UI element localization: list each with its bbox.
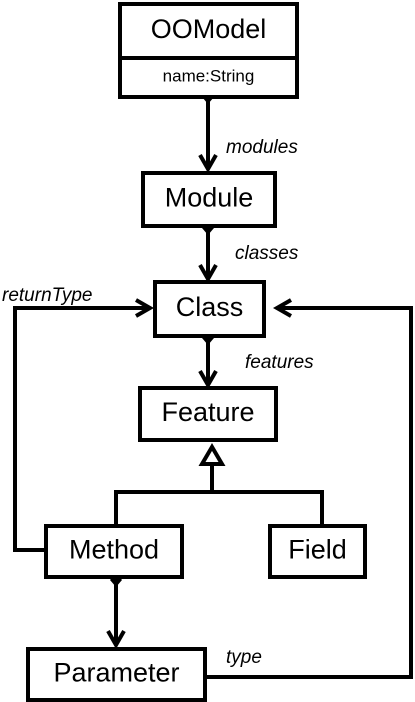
class-oomodel-attribute: name:String: [163, 66, 255, 85]
edge-method-returntype: [13, 308, 150, 552]
edge-method-parameter: [110, 573, 122, 645]
class-parameter-name: Parameter: [53, 658, 179, 688]
label-classes: classes: [235, 243, 299, 264]
inheritance-triangle-icon: [198, 443, 226, 466]
edge-module-classes: [202, 221, 214, 279]
class-oomodel: OOModel name:String: [118, 2, 299, 99]
class-field: Field: [268, 524, 367, 579]
class-field-name: Field: [288, 535, 347, 565]
edge-generalization: [114, 443, 324, 532]
class-method-name: Method: [69, 535, 159, 565]
class-module: Module: [141, 171, 277, 228]
label-modules: modules: [226, 137, 298, 158]
label-features: features: [245, 352, 314, 373]
edge-class-features: [202, 331, 214, 385]
edge-parameter-type: [205, 308, 413, 679]
class-class: Class: [153, 280, 266, 338]
class-method: Method: [44, 524, 184, 579]
class-oomodel-name: OOModel: [151, 14, 267, 44]
class-parameter: Parameter: [26, 647, 207, 702]
class-module-name: Module: [165, 183, 254, 213]
label-type: type: [226, 647, 262, 668]
label-return-type: returnType: [2, 285, 92, 306]
class-feature-name: Feature: [161, 397, 254, 427]
edge-oomodel-modules: [202, 90, 214, 169]
class-feature: Feature: [138, 386, 278, 442]
class-class-name: Class: [176, 292, 244, 322]
